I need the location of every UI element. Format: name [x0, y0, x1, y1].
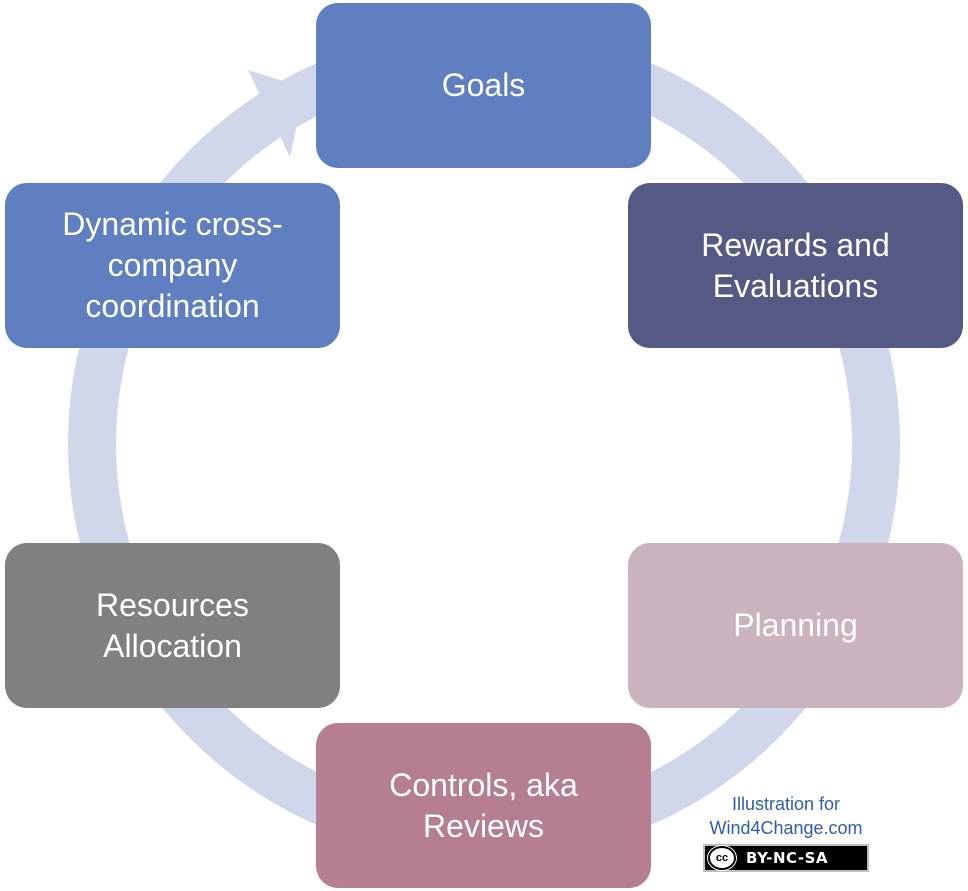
creative-commons-icon: cc	[708, 846, 736, 870]
node-dynamic-label: Dynamic cross-company coordination	[62, 206, 283, 324]
license-label: BY-NC-SA	[746, 849, 829, 867]
node-resources-allocation: Resources Allocation	[5, 543, 340, 708]
node-rewards-and-evaluations: Rewards and Evaluations	[628, 183, 963, 348]
node-controls-label: Controls, aka Reviews	[389, 766, 578, 844]
node-goals: Goals	[316, 3, 651, 168]
node-rewards-label: Rewards and Evaluations	[701, 226, 890, 304]
cycle-arrowhead	[248, 70, 305, 157]
node-controls-reviews: Controls, aka Reviews	[316, 723, 651, 888]
node-resources-label: Resources Allocation	[96, 586, 249, 664]
license-badge: cc BY-NC-SA	[703, 844, 869, 872]
credit-line-1: Illustration for	[731, 794, 841, 814]
node-goals-label: Goals	[441, 67, 526, 103]
node-dynamic-coordination: Dynamic cross-company coordination	[5, 183, 340, 348]
node-planning: Planning	[628, 543, 963, 708]
credit-link[interactable]: Wind4Change.com	[709, 818, 863, 838]
cycle-ring-track	[68, 28, 900, 860]
credit-block: Illustration for Wind4Change.com cc BY-N…	[686, 792, 886, 872]
node-planning-label: Planning	[733, 607, 858, 643]
